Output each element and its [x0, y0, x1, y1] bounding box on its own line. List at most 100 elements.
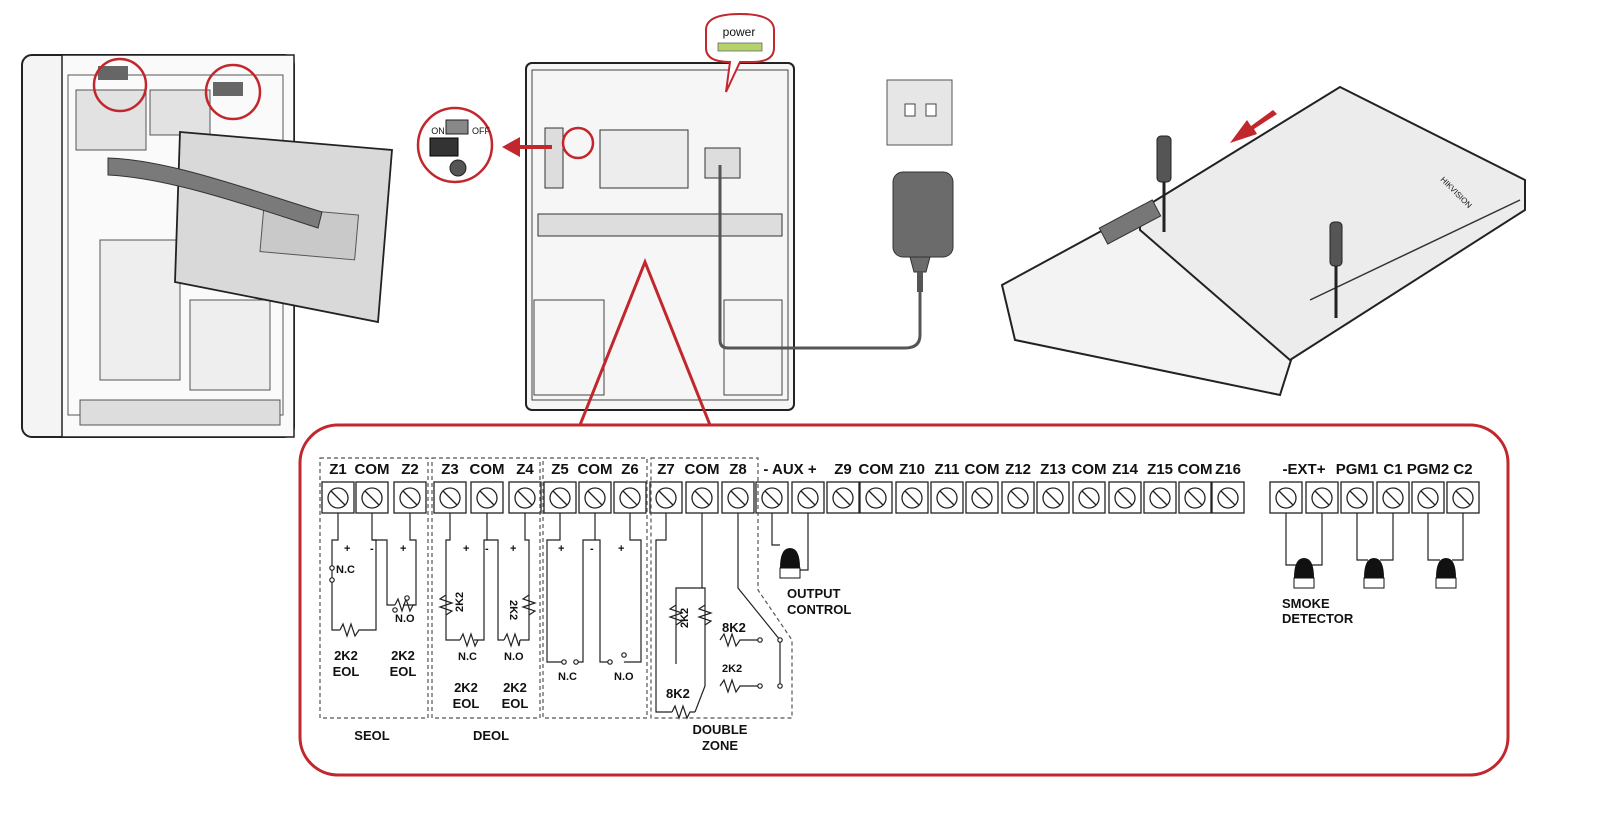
dz-res-top: 2K2 [679, 608, 691, 628]
terminal-screw [1036, 481, 1070, 514]
pgm2-device-icon [1435, 558, 1457, 589]
terminal-screw [1411, 481, 1445, 514]
polarity-marks: + - + + - + + - + [344, 543, 624, 555]
zoom-connector [578, 257, 712, 426]
terminal-label: COM [859, 461, 894, 478]
output-device-icons [779, 548, 1457, 589]
deol-eol-left-sub: EOL [453, 696, 480, 711]
deol-eol-left: 2K2 [454, 680, 478, 695]
terminal-screw [393, 481, 427, 514]
terminal-label: Z4 [516, 461, 534, 478]
power-switch [429, 137, 459, 157]
terminal-label: COM [1072, 461, 1107, 478]
output-control-icon [779, 548, 801, 579]
terminal-screw [543, 481, 577, 514]
resistors [339, 594, 760, 720]
smoke-detector-line2: DETECTOR [1282, 611, 1354, 626]
pgm1-device-icon [1363, 558, 1385, 589]
arrow-left-icon [502, 137, 552, 157]
plus-mark: + [510, 543, 516, 555]
terminal-label: Z1 [329, 461, 347, 478]
plus-mark: + [618, 543, 624, 555]
wiring [331, 513, 1464, 713]
power-adapter-illustration [886, 79, 954, 292]
switch-off-label: OFF [472, 126, 490, 136]
minus-mark: - [485, 543, 489, 555]
terminal-label: C2 [1453, 461, 1472, 478]
terminal-label: Z9 [834, 461, 852, 478]
terminal-label: Z14 [1112, 461, 1139, 478]
terminal-screw [578, 481, 612, 514]
terminal-label: Z15 [1147, 461, 1173, 478]
group-labels: N.C N.O 2K2 EOL 2K2 EOL SEOL 2K2 2K2 N.C… [333, 564, 1354, 753]
terminal-screw [1269, 481, 1303, 514]
terminal-label: - AUX + [763, 461, 816, 478]
smoke-detector-line1: SMOKE [1282, 596, 1330, 611]
terminal-label: COM [355, 461, 390, 478]
terminal-label: PGM2 [1407, 461, 1450, 478]
switch-contacts [329, 565, 783, 689]
nc-contact-label: N.C [558, 671, 577, 683]
nc-no-group-outline [542, 457, 648, 719]
seol-res-right: 2K2 [391, 648, 415, 663]
deol-nc-label: N.C [458, 651, 477, 663]
smoke-detector-icon [1293, 558, 1315, 589]
dz-res-mid: 8K2 [722, 620, 746, 635]
no-contact-label: N.O [614, 671, 634, 683]
terminal-screw [1108, 481, 1142, 514]
terminal-screw [755, 481, 789, 514]
seol-res-right-sub: EOL [390, 664, 417, 679]
terminal-label: COM [470, 461, 505, 478]
terminal-screw [965, 481, 999, 514]
terminal-label: Z3 [441, 461, 459, 478]
enclosure-lid-illustration: HIKVISION [1000, 85, 1526, 397]
resistor-icon [438, 594, 454, 616]
power-led [717, 42, 763, 52]
terminal-screw [930, 481, 964, 514]
terminal-label: Z10 [899, 461, 925, 478]
dz-res-bottom: 8K2 [666, 686, 690, 701]
board-front-illustration [525, 62, 922, 411]
terminal-screw [508, 481, 542, 514]
double-zone-group-outline [650, 457, 793, 719]
terminal-label: Z7 [657, 461, 675, 478]
seol-no-label: N.O [395, 613, 415, 625]
terminal-screw [791, 481, 825, 514]
output-control-line2: CONTROL [787, 602, 851, 617]
double-zone-title-1: DOUBLE [693, 722, 748, 737]
deol-title: DEOL [473, 728, 509, 743]
dz-res-low: 2K2 [722, 663, 742, 675]
resistor-icon [521, 594, 537, 616]
deol-res-a: 2K2 [454, 592, 466, 612]
terminal-label: Z5 [551, 461, 569, 478]
plus-mark: + [558, 543, 564, 555]
double-zone-title-2: ZONE [702, 738, 738, 753]
resistor-icon [668, 604, 684, 626]
deol-no-label: N.O [504, 651, 524, 663]
open-enclosure-illustration [21, 54, 393, 438]
output-control-line1: OUTPUT [787, 586, 841, 601]
terminal-label: COM [685, 461, 720, 478]
terminal-label: C1 [1383, 461, 1402, 478]
terminal-screw [1001, 481, 1035, 514]
resistor-icon [671, 704, 695, 720]
resistor-icon [719, 632, 760, 648]
terminal-label: PGM1 [1336, 461, 1379, 478]
terminal-label: -EXT+ [1283, 461, 1326, 478]
terminal-label: Z11 [934, 461, 959, 478]
resistor-icon [719, 678, 760, 694]
minus-mark: - [370, 543, 374, 555]
terminal-screw [1305, 481, 1339, 514]
terminal-screw [1178, 481, 1212, 514]
terminal-label: COM [578, 461, 613, 478]
terminal-label: COM [1178, 461, 1213, 478]
plus-mark: + [400, 543, 406, 555]
wall-socket [886, 79, 953, 146]
terminal-label: Z16 [1215, 461, 1241, 478]
terminal-screw [1340, 481, 1374, 514]
terminal-screw [433, 481, 467, 514]
seol-group-outline [319, 457, 429, 719]
terminal-screw [721, 481, 755, 514]
